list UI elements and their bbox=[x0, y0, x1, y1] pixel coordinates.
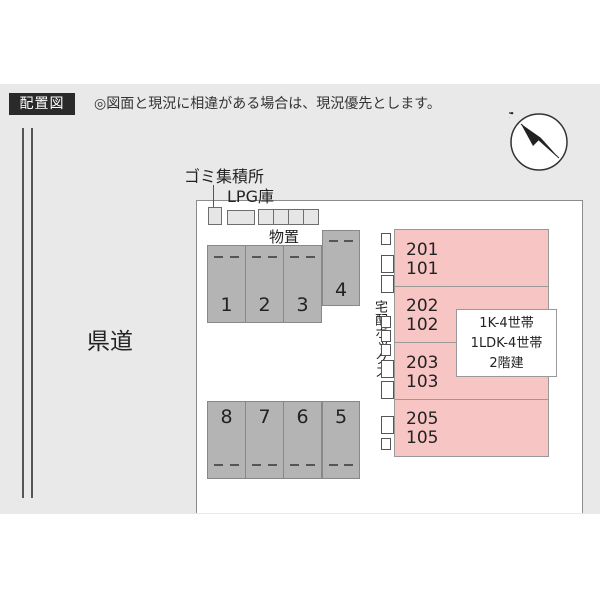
info-line: 1LDK-4世帯 bbox=[470, 336, 543, 351]
parking-space-7: 7 bbox=[245, 401, 284, 479]
parking-number: 1 bbox=[220, 294, 233, 316]
lpg-storage-label: LPG庫 bbox=[227, 187, 274, 206]
porch-box bbox=[381, 360, 394, 378]
unit-number: 205 bbox=[406, 409, 439, 429]
parking-number: 2 bbox=[258, 294, 271, 316]
disclaimer-note: ◎図面と現況に相違がある場合は、現況優先とします。 bbox=[94, 96, 441, 112]
porch-box bbox=[381, 275, 394, 293]
road-line-right bbox=[31, 128, 33, 498]
parking-mark bbox=[268, 256, 277, 258]
parking-mark bbox=[230, 464, 239, 466]
parking-number: 4 bbox=[334, 279, 348, 301]
unit-number: 201 bbox=[406, 240, 439, 260]
parking-mark bbox=[344, 464, 353, 466]
storage-unit bbox=[288, 209, 304, 225]
parking-mark bbox=[329, 240, 338, 242]
garbage-area-box bbox=[208, 207, 222, 225]
parking-number: 8 bbox=[220, 406, 233, 428]
porch-box bbox=[381, 438, 391, 450]
parking-space-1: 1 bbox=[207, 245, 246, 323]
unit-number: 101 bbox=[406, 259, 439, 279]
parking-space-5: 5 bbox=[322, 401, 360, 479]
lpg-storage-box bbox=[227, 210, 255, 225]
storage-unit bbox=[303, 209, 319, 225]
parking-mark bbox=[306, 464, 315, 466]
porch-box bbox=[381, 344, 391, 356]
road-line-left bbox=[22, 128, 24, 498]
info-line: 1K-4世帯 bbox=[479, 316, 534, 331]
unit-number: 103 bbox=[406, 372, 439, 392]
unit-number: 203 bbox=[406, 353, 439, 373]
parking-mark bbox=[344, 240, 353, 242]
parking-mark bbox=[230, 256, 239, 258]
parking-number: 6 bbox=[296, 406, 309, 428]
parking-space-2: 2 bbox=[245, 245, 284, 323]
garbage-area-label: ゴミ集積所 bbox=[184, 167, 265, 186]
storage-unit bbox=[273, 209, 289, 225]
porch-box bbox=[381, 255, 394, 273]
parking-mark bbox=[306, 256, 315, 258]
parking-mark bbox=[329, 464, 338, 466]
road-label: 県道 bbox=[87, 329, 133, 355]
parking-mark bbox=[214, 256, 223, 258]
info-line: 2階建 bbox=[489, 356, 524, 371]
storage-label: 物置 bbox=[269, 228, 300, 246]
unit-number: 202 bbox=[406, 296, 439, 316]
building-section-1 bbox=[394, 229, 549, 287]
parking-mark bbox=[252, 464, 261, 466]
parking-space-8: 8 bbox=[207, 401, 246, 479]
porch-box bbox=[381, 316, 391, 328]
unit-number: 105 bbox=[406, 428, 439, 448]
parking-mark bbox=[290, 256, 299, 258]
porch-box bbox=[381, 330, 391, 342]
porch-box bbox=[381, 381, 394, 399]
building-section-4 bbox=[394, 399, 549, 457]
parking-space-3: 3 bbox=[283, 245, 322, 323]
parking-mark bbox=[290, 464, 299, 466]
compass-letter: N bbox=[509, 112, 517, 122]
parking-number: 3 bbox=[296, 294, 309, 316]
garbage-pointer bbox=[213, 185, 214, 207]
parking-mark bbox=[252, 256, 261, 258]
parking-mark bbox=[214, 464, 223, 466]
parking-number: 5 bbox=[334, 406, 348, 428]
parking-number: 7 bbox=[258, 406, 271, 428]
porch-box bbox=[381, 416, 394, 434]
parking-space-6: 6 bbox=[283, 401, 322, 479]
north-compass-icon: N bbox=[509, 112, 568, 171]
parking-mark bbox=[268, 464, 277, 466]
layout-tag: 配置図 bbox=[9, 93, 75, 115]
unit-number: 102 bbox=[406, 315, 439, 335]
building-info-box: 1K-4世帯 1LDK-4世帯 2階建 bbox=[456, 309, 557, 377]
parking-space-4: 4 bbox=[322, 230, 360, 306]
storage-unit bbox=[258, 209, 274, 225]
porch-box bbox=[381, 233, 391, 245]
